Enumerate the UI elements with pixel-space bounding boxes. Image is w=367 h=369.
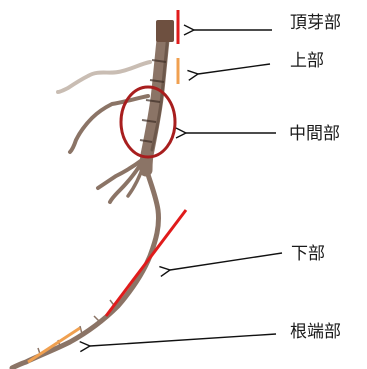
side-root-upper [58, 62, 150, 92]
tip-marker-line [28, 328, 80, 362]
root-illustration [12, 20, 174, 368]
label-tip: 根端部 [290, 322, 341, 342]
label-lower: 下部 [291, 244, 325, 264]
label-middle: 中間部 [289, 124, 340, 144]
main-root-lower-hairs [38, 300, 116, 354]
side-root-middle [70, 96, 148, 152]
root-crown [156, 20, 174, 42]
tip-arrow-icon [90, 334, 276, 346]
label-apex: 頂芽部 [290, 13, 341, 33]
main-root-lower [12, 168, 159, 368]
upper-arrow-icon [198, 64, 270, 74]
label-upper: 上部 [290, 51, 324, 71]
lower-arrow-icon [170, 253, 282, 270]
lower-marker-line [106, 210, 186, 316]
